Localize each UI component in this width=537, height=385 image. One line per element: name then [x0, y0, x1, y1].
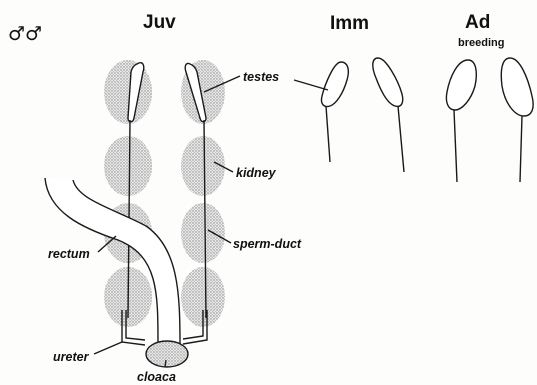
cloaca	[146, 341, 188, 367]
imm-duct-left	[326, 106, 330, 162]
imm-duct-right	[398, 106, 404, 172]
male-symbol: ♂♂	[8, 23, 42, 45]
cloaca-label: cloaca	[137, 370, 176, 384]
sperm-duct-label: sperm-duct	[233, 237, 302, 251]
imm-testis-left	[321, 62, 348, 107]
kidney-label: kidney	[236, 166, 277, 180]
ad-duct-right	[520, 116, 522, 182]
cloaca-pointer	[165, 360, 166, 367]
ad-testis-left	[446, 60, 476, 110]
testes-pointer-imm	[294, 80, 328, 90]
breeding-subheading: breeding	[458, 37, 504, 49]
rectum-label: rectum	[48, 247, 90, 261]
ad-duct-left	[454, 110, 457, 182]
imm-heading: Imm	[330, 13, 369, 34]
ureter-pointer	[94, 342, 122, 354]
juv-heading: Juv	[143, 12, 176, 33]
testes-label: testes	[243, 70, 279, 84]
ad-testis-right	[501, 58, 533, 116]
ad-heading: Ad	[465, 12, 490, 33]
rectum	[45, 178, 180, 345]
imm-testis-right	[373, 58, 403, 106]
ureter-label: ureter	[53, 350, 90, 364]
